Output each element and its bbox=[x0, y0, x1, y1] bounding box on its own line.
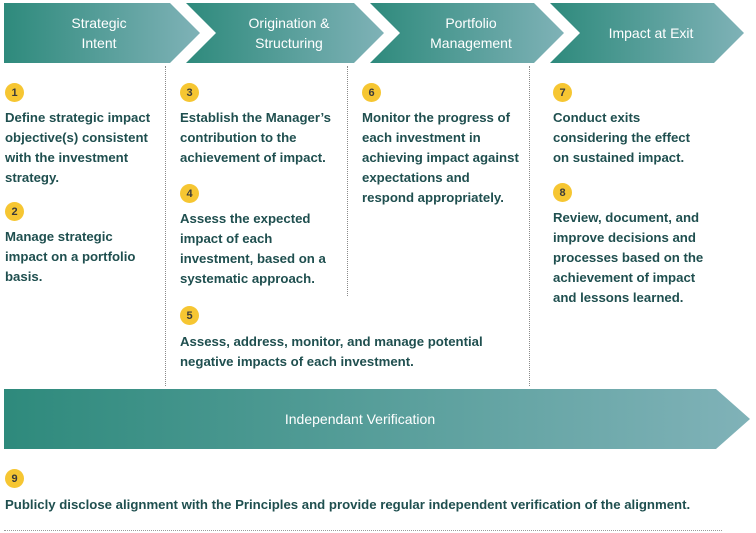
bottom-divider bbox=[4, 530, 722, 531]
verification-arrow bbox=[4, 389, 750, 449]
principle-number-badge: 5 bbox=[180, 306, 199, 325]
stage-label-origination-structuring: Origination & Structuring bbox=[248, 15, 330, 51]
principle-text: Conduct exits considering the effect on … bbox=[553, 110, 691, 165]
principle-text: Monitor the progress of each investment … bbox=[362, 110, 519, 205]
stage-label-strategic-intent: Strategic Intent bbox=[71, 15, 127, 51]
divider-3 bbox=[529, 66, 530, 386]
principle-number-badge: 8 bbox=[553, 183, 572, 202]
stage-chevron-4 bbox=[550, 3, 744, 63]
principle-number-badge: 9 bbox=[5, 469, 24, 488]
principle-number-badge: 7 bbox=[553, 83, 572, 102]
principle-text: Define strategic impact objective(s) con… bbox=[5, 110, 151, 185]
stage-label-portfolio-management: Portfolio Management bbox=[430, 15, 512, 51]
divider-1 bbox=[165, 66, 166, 386]
principle-text: Assess the expected impact of each inves… bbox=[180, 211, 326, 286]
divider-2 bbox=[347, 66, 348, 296]
principle-number-badge: 3 bbox=[180, 83, 199, 102]
stage-chevron-2 bbox=[186, 3, 384, 63]
principle-number-badge: 1 bbox=[5, 83, 24, 102]
principle-number-badge: 6 bbox=[362, 83, 381, 102]
principle-text: Establish the Manager’s contribution to … bbox=[180, 110, 331, 165]
principle-number-badge: 2 bbox=[5, 202, 24, 221]
principle-text: Assess, address, monitor, and manage pot… bbox=[180, 334, 483, 369]
stage-chevron-3 bbox=[370, 3, 564, 63]
principle-text: Manage strategic impact on a portfolio b… bbox=[5, 229, 136, 284]
stage-chevron-1 bbox=[4, 3, 200, 63]
principle-number-badge: 4 bbox=[180, 184, 199, 203]
principle-text: Publicly disclose alignment with the Pri… bbox=[5, 497, 691, 512]
stage-label-impact-at-exit: Impact at Exit bbox=[608, 25, 694, 41]
verification-label: Independant Verification bbox=[284, 411, 436, 427]
principle-text: Review, document, and improve decisions … bbox=[553, 210, 704, 305]
